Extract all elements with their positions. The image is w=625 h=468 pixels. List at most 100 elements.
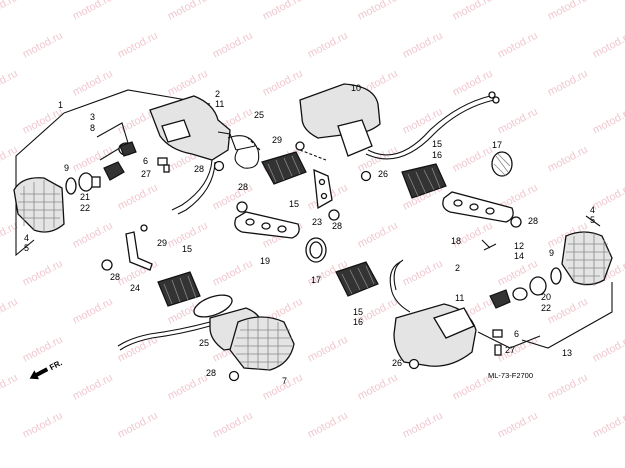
callout-c25: 28: [528, 216, 538, 226]
watermark-text: motod.ru: [0, 68, 20, 99]
callout-c11: 21: [80, 192, 90, 202]
callout-c38: 2: [455, 263, 460, 273]
watermark-text: motod.ru: [591, 334, 625, 365]
callout-c37: 7: [282, 376, 287, 386]
watermark-text: motod.ru: [261, 68, 305, 99]
watermark-text: motod.ru: [116, 182, 160, 213]
watermark-text: motod.ru: [211, 410, 255, 441]
watermark-text: motod.ru: [496, 30, 540, 61]
callout-c20: 28: [332, 221, 342, 231]
watermark-text: motod.ru: [306, 30, 350, 61]
callout-c30: 28: [110, 272, 120, 282]
watermark-text: motod.ru: [116, 410, 160, 441]
callout-c6: 8: [90, 123, 95, 133]
nut: [213, 160, 225, 172]
watermark-text: motod.ru: [166, 372, 210, 403]
callout-c27: 29: [157, 238, 167, 248]
watermark-text: motod.ru: [71, 372, 115, 403]
callout-c32: 17: [311, 275, 321, 285]
watermark-text: motod.ru: [546, 372, 590, 403]
callout-c18: 23: [312, 217, 322, 227]
watermark-text: motod.ru: [451, 0, 495, 23]
watermark-text: motod.ru: [261, 0, 305, 23]
callout-c46: 22: [541, 303, 551, 313]
bulb-socket: [103, 161, 125, 181]
watermark-text: motod.ru: [496, 106, 540, 137]
callout-c14: 5: [24, 243, 29, 253]
mount-bracket: [313, 168, 333, 210]
watermark-text: motod.ru: [451, 68, 495, 99]
watermark-text: motod.ru: [591, 410, 625, 441]
callout-c44: 9: [549, 248, 554, 258]
callout-c13: 4: [24, 233, 29, 243]
watermark-text: motod.ru: [0, 296, 20, 327]
watermark-text: motod.ru: [401, 30, 445, 61]
callout-c49: 13: [562, 348, 572, 358]
callout-c19: 28: [238, 182, 248, 192]
callout-c1: 1: [58, 100, 63, 110]
nut: [360, 170, 372, 182]
callout-c40: 12: [514, 241, 524, 251]
watermark-text: motod.ru: [306, 410, 350, 441]
callout-c41: 14: [514, 251, 524, 261]
watermark-text: motod.ru: [166, 0, 210, 23]
watermark-text: motod.ru: [546, 0, 590, 23]
watermark-text: motod.ru: [591, 106, 625, 137]
callout-c4: 25: [254, 110, 264, 120]
callout-c33: 15: [353, 307, 363, 317]
watermark-text: motod.ru: [71, 220, 115, 251]
callout-c15: 10: [351, 83, 361, 93]
watermark-text: motod.ru: [0, 220, 20, 251]
callout-c22: 15: [432, 139, 442, 149]
nut: [228, 370, 240, 382]
turn-signal-lens: [561, 231, 613, 286]
watermark-text: motod.ru: [591, 30, 625, 61]
turn-signal-lens: [13, 177, 65, 233]
front-right-turn-signal-group: [299, 83, 522, 228]
watermark-text: motod.ru: [451, 144, 495, 175]
callout-c17: 15: [289, 199, 299, 209]
callout-c29: 15: [182, 244, 192, 254]
callout-c50: 26: [392, 358, 402, 368]
watermark-text: motod.ru: [71, 0, 115, 23]
turn-signal-housing: [149, 95, 231, 161]
watermark-text: motod.ru: [0, 144, 20, 175]
watermark-text: motod.ru: [0, 0, 20, 23]
callout-c9: 27: [141, 169, 151, 179]
callout-c28: 19: [260, 256, 270, 266]
watermark-text: motod.ru: [211, 182, 255, 213]
watermark-text: motod.ru: [401, 258, 445, 289]
watermark-text: motod.ru: [401, 410, 445, 441]
watermark-text: motod.ru: [21, 30, 65, 61]
callout-c42: 4: [590, 205, 595, 215]
callout-c26: 18: [451, 236, 461, 246]
callout-c7: 9: [64, 163, 69, 173]
callout-c31: 24: [130, 283, 140, 293]
watermark-text: motod.ru: [21, 258, 65, 289]
callout-c10: 28: [194, 164, 204, 174]
watermark-text: motod.ru: [71, 68, 115, 99]
callout-c16: 29: [272, 135, 282, 145]
watermark-text: motod.ru: [356, 220, 400, 251]
watermark-text: motod.ru: [401, 106, 445, 137]
front-left-turn-signal-group: [13, 89, 260, 257]
callout-c21: 26: [378, 169, 388, 179]
center-mount-group: [234, 137, 379, 297]
bulb: [78, 172, 94, 192]
callout-c12: 22: [80, 203, 90, 213]
watermark-text: motod.ru: [71, 296, 115, 327]
watermark-text: motod.ru: [546, 296, 590, 327]
callout-c43: 5: [590, 215, 595, 225]
front-arrow-icon: [29, 367, 49, 380]
direction-label: FR.: [48, 358, 64, 372]
nut: [408, 358, 420, 370]
watermark-text: motod.ru: [116, 30, 160, 61]
rear-left-turn-signal-group: [101, 224, 295, 382]
screw: [157, 157, 168, 166]
watermark-text: motod.ru: [0, 372, 20, 403]
callout-c39: 11: [455, 293, 464, 303]
callout-c2: 2: [215, 89, 220, 99]
watermark-text: motod.ru: [306, 334, 350, 365]
watermark-text: motod.ru: [166, 68, 210, 99]
